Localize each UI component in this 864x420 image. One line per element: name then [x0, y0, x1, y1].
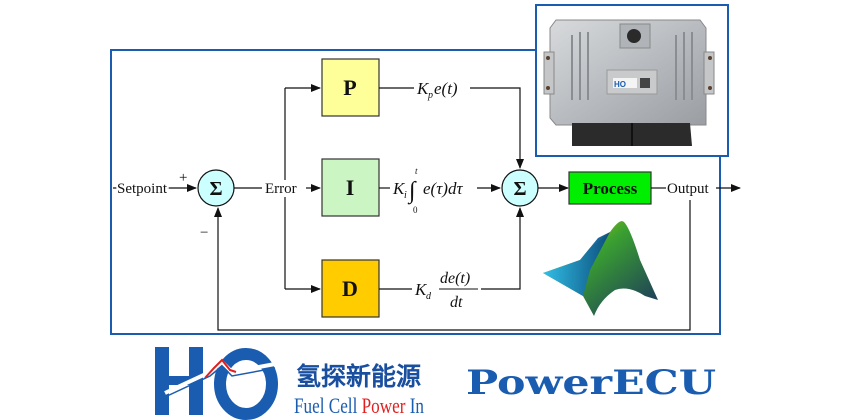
svg-text:dt: dt	[450, 294, 463, 311]
process-block	[568, 171, 652, 205]
i-block	[321, 158, 380, 217]
pid-summer-symbol: Σ	[513, 178, 526, 200]
svg-text:K: K	[414, 280, 428, 299]
d-term: K d de(t) dt	[414, 270, 478, 311]
svg-text:HO: HO	[614, 80, 626, 89]
matlab-logo	[543, 221, 658, 316]
error-label: Error	[265, 181, 297, 197]
diagram-frame	[110, 49, 721, 335]
svg-text:e(t): e(t)	[434, 79, 458, 98]
feedback-line	[214, 200, 691, 331]
svg-text:i: i	[404, 190, 407, 201]
ecu-photo: HO	[535, 4, 729, 157]
ho-logo-mark	[155, 347, 278, 420]
d-block	[321, 259, 380, 318]
p-term: K p e(t)	[416, 79, 458, 101]
output-label: Output	[667, 181, 710, 197]
svg-text:∫: ∫	[407, 178, 417, 205]
d-block-label: D	[342, 276, 358, 301]
setpoint-label: Setpoint	[117, 181, 168, 197]
p-block-label: P	[343, 75, 356, 100]
svg-text:p: p	[427, 90, 433, 101]
p-block	[321, 58, 380, 117]
minus-sign: −	[200, 225, 208, 241]
svg-text:t: t	[415, 166, 418, 176]
process-block-label: Process	[583, 179, 638, 198]
d-to-sum-arrow	[481, 207, 524, 290]
i-block-label: I	[346, 175, 355, 200]
brand-logo: 氢探新能源 Fuel Cell Power In	[155, 347, 424, 420]
svg-text:e(τ)dτ: e(τ)dτ	[423, 179, 463, 198]
plus-sign: +	[179, 170, 187, 186]
svg-text:d: d	[426, 291, 432, 302]
svg-text:K: K	[392, 179, 406, 198]
brand-chinese-name: 氢探新能源	[296, 362, 421, 391]
svg-text:de(t): de(t)	[440, 270, 470, 287]
product-name: PowerECU	[466, 363, 716, 403]
svg-text:K: K	[416, 79, 430, 98]
brand-english-name: Fuel Cell Power In	[294, 393, 424, 418]
p-to-sum-arrow	[470, 87, 524, 169]
svg-text:0: 0	[413, 205, 418, 215]
error-summer-symbol: Σ	[209, 178, 222, 200]
i-term: K i ∫ t 0 e(τ)dτ	[392, 166, 463, 215]
